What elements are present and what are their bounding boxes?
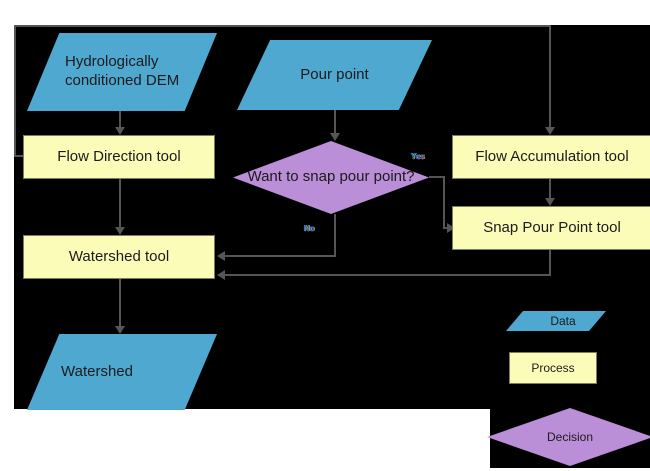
connector-no-v	[334, 214, 336, 255]
legend-label: Decision	[546, 429, 594, 444]
arrowhead-watershedtool-in-snap	[217, 270, 225, 280]
connector-snap-h	[225, 274, 551, 276]
connector-top-bus	[14, 25, 551, 27]
node-label: Want to snap pour point?	[247, 168, 415, 186]
arrowhead-snap-in-left	[447, 223, 455, 233]
legend-item-process: Process	[509, 352, 597, 384]
legend-label: Data	[550, 313, 576, 328]
connector-dem-to-flowdir	[119, 111, 121, 127]
node-label: Pour point	[300, 65, 369, 83]
legend-label: Process	[531, 360, 575, 375]
legend-item-data: Data	[506, 311, 606, 331]
arrowhead-watershedtool-in-top	[115, 227, 125, 235]
arrowhead-snap-in-top	[545, 198, 555, 206]
connector-yes-v	[443, 176, 445, 228]
connector-yes-h1	[429, 176, 445, 178]
connector-pourpoint-to-decision	[334, 110, 336, 133]
node-label: Hydrologically conditioned DEM	[65, 53, 180, 89]
edge-label-yes: Yes	[411, 152, 425, 161]
node-watershed-tool[interactable]: Watershed tool	[23, 235, 215, 279]
connector-dem-left-drop	[14, 25, 16, 155]
connector-snap-v	[549, 250, 551, 275]
connector-no-h	[225, 255, 336, 257]
node-label: Snap Pour Point tool	[483, 218, 621, 236]
node-flow-accumulation-tool[interactable]: Flow Accumulation tool	[452, 135, 650, 179]
connector-flowacc-to-snap	[549, 179, 551, 198]
node-watershed[interactable]: Watershed	[27, 334, 217, 410]
node-snap-pour-point-tool[interactable]: Snap Pour Point tool	[452, 206, 650, 250]
edge-label-no: No	[304, 224, 315, 233]
node-pour-point[interactable]: Pour point	[237, 40, 432, 110]
arrowhead-flowacc-in	[545, 127, 555, 135]
node-flow-direction-tool[interactable]: Flow Direction tool	[23, 135, 215, 179]
connector-watershedtool-to-watershed	[119, 279, 121, 326]
connector-yes-h2	[443, 227, 449, 229]
node-hydrologically-conditioned-dem[interactable]: Hydrologically conditioned DEM	[27, 33, 217, 111]
arrowhead-flowdir-in	[115, 127, 125, 135]
node-label: Flow Accumulation tool	[475, 147, 629, 165]
connector-dem-to-flowdir-left	[14, 155, 25, 157]
arrowhead-watershedtool-in-no	[217, 251, 225, 261]
node-label: Watershed	[61, 362, 133, 380]
connector-dem-to-flowacc	[549, 25, 551, 127]
connector-flowdir-to-watershedtool	[119, 179, 121, 227]
arrowhead-watershed-in	[115, 326, 125, 334]
node-label: Watershed tool	[68, 247, 170, 265]
node-label: Flow Direction tool	[57, 147, 181, 165]
arrowhead-decision-in	[330, 133, 340, 141]
